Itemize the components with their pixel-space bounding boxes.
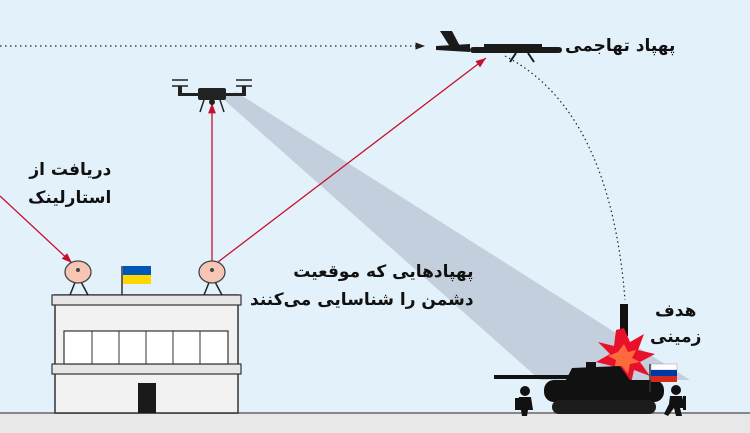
target-label-line1: هدف <box>655 301 697 321</box>
attack-drone-icon <box>436 31 562 63</box>
soldier-icon <box>515 386 533 416</box>
command-building <box>51 294 242 414</box>
camera-beam <box>222 92 690 380</box>
tank-icon <box>494 362 664 414</box>
ukraine-flag-icon <box>121 266 151 295</box>
soldier-icon <box>664 385 686 416</box>
recon-label-line2: دشمن را شناسایی می‌کنند <box>250 290 474 310</box>
quadcopter-drone-icon <box>172 79 252 113</box>
satellite-dish-icon <box>64 260 92 296</box>
starlink-label-line1: دریافت از <box>29 160 112 180</box>
uplink-to-attack-arrow <box>217 57 487 263</box>
building-door <box>138 383 156 413</box>
attack-drone-label: پهپاد تهاجمی <box>565 36 676 56</box>
ground <box>0 413 750 433</box>
recon-drones-label: پهپادهایی که موقعیت دشمن را شناسایی می‌ک… <box>250 258 474 314</box>
starlink-signal-arrow <box>0 195 73 264</box>
starlink-label: دریافت از استارلینک <box>28 156 111 212</box>
russia-flag-icon <box>649 363 678 392</box>
recon-label-line1: پهپادهایی که موقعیت <box>293 262 474 282</box>
target-label-line2: زمینی <box>650 327 702 347</box>
dive-path <box>504 55 626 301</box>
satellite-dish-icon <box>198 260 226 296</box>
ground-target-label: هدف زمینی <box>650 298 701 350</box>
munition-icon <box>620 304 628 336</box>
starlink-label-line2: استارلینک <box>28 188 112 208</box>
